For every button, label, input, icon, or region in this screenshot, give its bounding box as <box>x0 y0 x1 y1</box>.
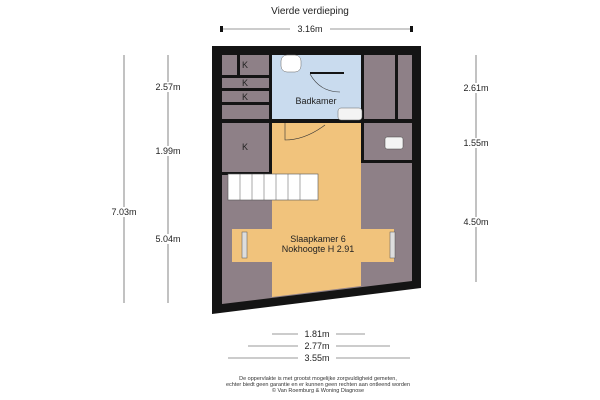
disclaimer-line: echter biedt geen garantie en er kunnen … <box>226 382 410 388</box>
closet-label: K <box>242 92 248 102</box>
toilet-icon <box>280 54 302 73</box>
dimension-label: 4.50m <box>463 217 488 227</box>
window-left <box>241 231 248 259</box>
dimension-label: 1.81m <box>304 329 329 339</box>
plan-title: Vierde verdieping <box>271 6 349 17</box>
dimension-label: 1.55m <box>463 138 488 148</box>
closet-label: K <box>242 78 248 88</box>
dimension-label: 1.99m <box>155 146 180 156</box>
dimension-label: 7.03m <box>111 207 136 217</box>
bedroom-area <box>232 121 394 297</box>
copyright: © Van Roemburg & Woning Diagnose <box>272 387 364 394</box>
dimension-label: 3.55m <box>304 353 329 363</box>
closet-label: K <box>242 142 248 152</box>
sink-icon <box>337 107 363 121</box>
window-right <box>389 231 396 259</box>
dimension-label: 2.61m <box>463 83 488 93</box>
dimension-label: 3.16m <box>297 24 322 34</box>
dimension-label: 2.57m <box>155 82 180 92</box>
dimension-label: 5.04m <box>155 234 180 244</box>
disclaimer-line: De oppervlakte is met grootst mogelijke … <box>239 376 397 382</box>
boiler-icon <box>384 136 404 150</box>
door <box>284 123 326 141</box>
closet-label: K <box>242 60 248 70</box>
dimension-label: 2.77m <box>304 341 329 351</box>
room-label-slaapkamer: Slaapkamer 6 <box>290 234 346 244</box>
dimension-top: 3.16m <box>220 23 413 34</box>
room-height-label: Nokhoogte H 2.91 <box>282 244 355 254</box>
stairs <box>227 173 319 201</box>
room-label-badkamer: Badkamer <box>295 96 336 106</box>
